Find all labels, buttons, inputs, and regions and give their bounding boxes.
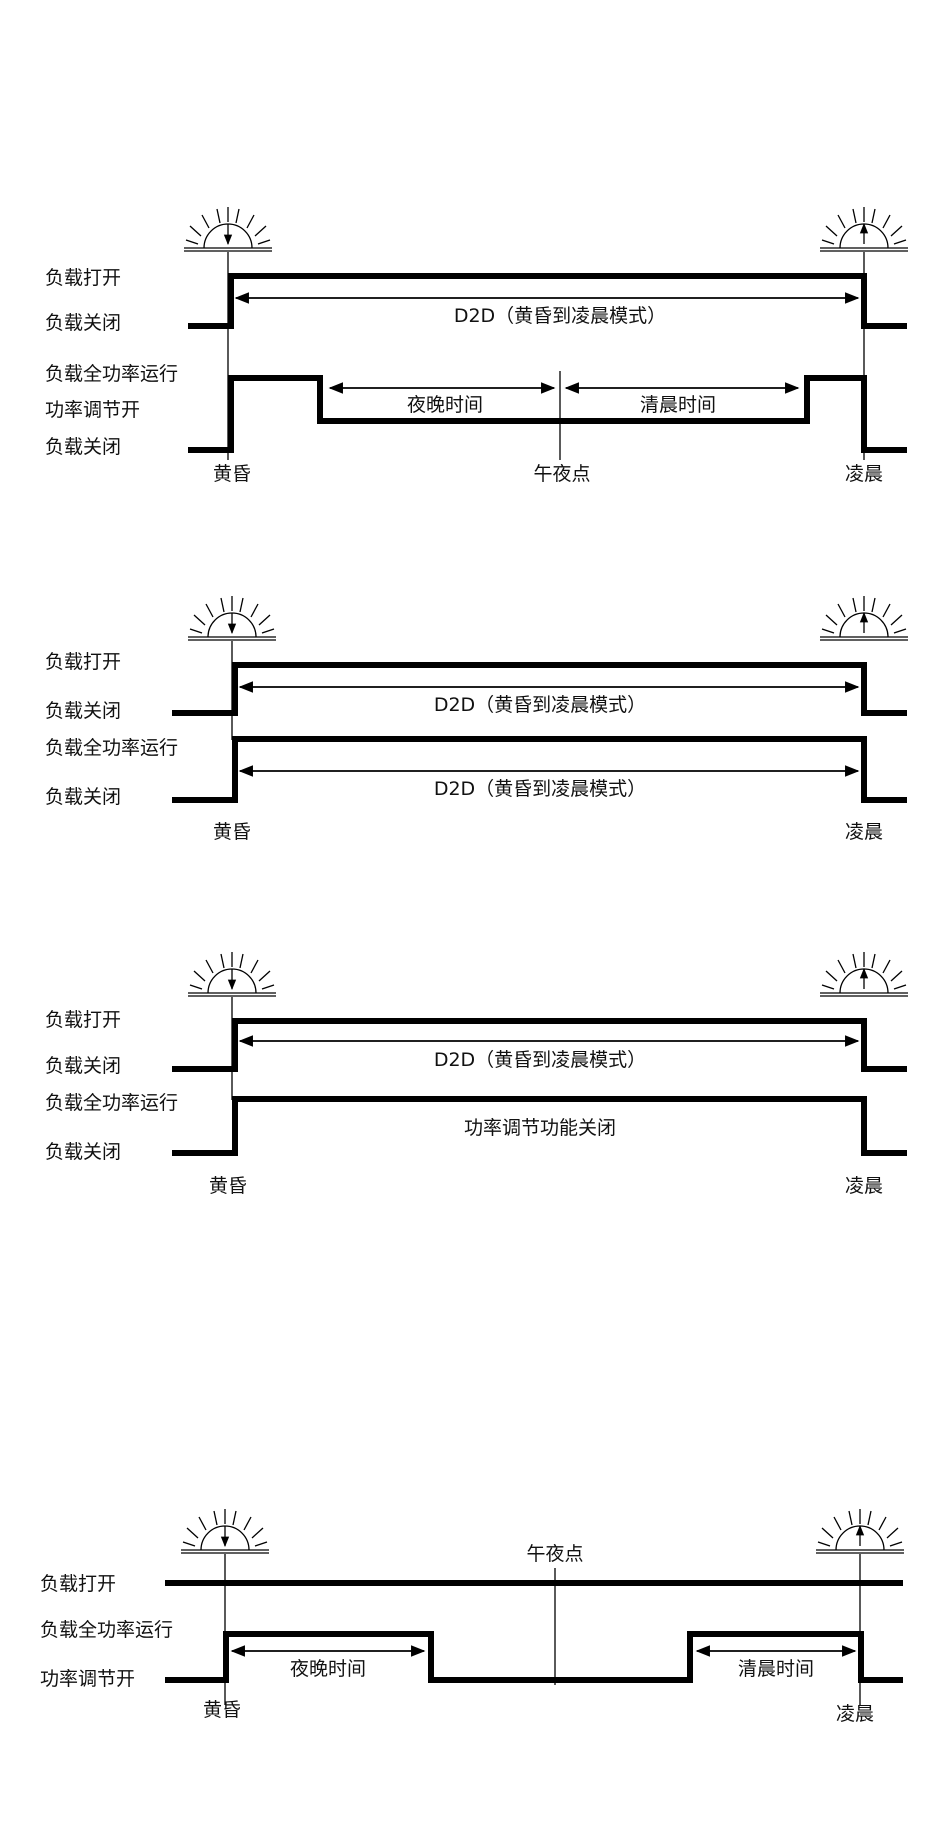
dusk-label: 黄昏 xyxy=(213,821,251,843)
label-load-off: 负载关闭 xyxy=(45,312,121,334)
diagram-4: 负载打开 负载全功率运行 功率调节开 午夜点 夜晚时间 清晨时间 黄昏 凌晨 xyxy=(40,1509,904,1725)
dawn-label: 凌晨 xyxy=(836,1703,874,1725)
d2d-label: D2D（黄昏到凌晨模式） xyxy=(434,1049,646,1071)
dusk-label: 黄昏 xyxy=(203,1699,241,1721)
label-load-on: 负载打开 xyxy=(45,651,121,673)
sunrise-icon xyxy=(820,952,908,996)
sunrise-icon xyxy=(820,207,908,251)
dawn-label: 凌晨 xyxy=(845,1175,883,1197)
label-dimming-on: 功率调节开 xyxy=(40,1668,135,1690)
night-time-label: 夜晚时间 xyxy=(407,394,483,416)
d2d-label: D2D（黄昏到凌晨模式） xyxy=(454,305,666,327)
label-full-power: 负载全功率运行 xyxy=(45,363,178,385)
label-load-on: 负载打开 xyxy=(45,1009,121,1031)
label-full-power: 负载全功率运行 xyxy=(40,1619,173,1641)
label-dimming-on: 功率调节开 xyxy=(45,399,140,421)
midnight-label: 午夜点 xyxy=(526,1543,583,1565)
dusk-label: 黄昏 xyxy=(209,1175,247,1197)
midnight-label: 午夜点 xyxy=(533,463,590,485)
dawn-label: 凌晨 xyxy=(845,463,883,485)
morning-time-label: 清晨时间 xyxy=(640,394,716,416)
label-full-power: 负载全功率运行 xyxy=(45,737,178,759)
label-load-on: 负载打开 xyxy=(40,1573,116,1595)
morning-time-label: 清晨时间 xyxy=(738,1658,814,1680)
sunset-icon xyxy=(184,207,272,251)
label-full-power: 负载全功率运行 xyxy=(45,1092,178,1114)
label-load-on: 负载打开 xyxy=(45,267,121,289)
label-load-off: 负载关闭 xyxy=(45,700,121,722)
diagram-2: 负载打开 负载关闭 负载全功率运行 负载关闭 D2D（黄昏到凌晨模式） D2D（… xyxy=(45,596,908,843)
d2d-label-top: D2D（黄昏到凌晨模式） xyxy=(434,694,646,716)
night-time-label: 夜晚时间 xyxy=(290,1658,366,1680)
dawn-label: 凌晨 xyxy=(845,821,883,843)
sunset-icon xyxy=(181,1509,269,1553)
dusk-label: 黄昏 xyxy=(213,463,251,485)
label-load-off-2: 负载关闭 xyxy=(45,786,121,808)
sunset-icon xyxy=(188,952,276,996)
dimming-off-label: 功率调节功能关闭 xyxy=(464,1117,616,1139)
diagram-1: 负载打开 负载关闭 负载全功率运行 功率调节开 负载关闭 D2D（黄昏到凌晨模式… xyxy=(45,207,908,485)
label-load-off-2: 负载关闭 xyxy=(45,436,121,458)
sunrise-icon xyxy=(820,596,908,640)
sunset-icon xyxy=(188,596,276,640)
label-load-off-2: 负载关闭 xyxy=(45,1141,121,1163)
label-load-off: 负载关闭 xyxy=(45,1055,121,1077)
d2d-label-bottom: D2D（黄昏到凌晨模式） xyxy=(434,778,646,800)
diagram-3: 负载打开 负载关闭 负载全功率运行 负载关闭 D2D（黄昏到凌晨模式） 功率调节… xyxy=(45,952,908,1197)
sunrise-icon xyxy=(816,1509,904,1553)
